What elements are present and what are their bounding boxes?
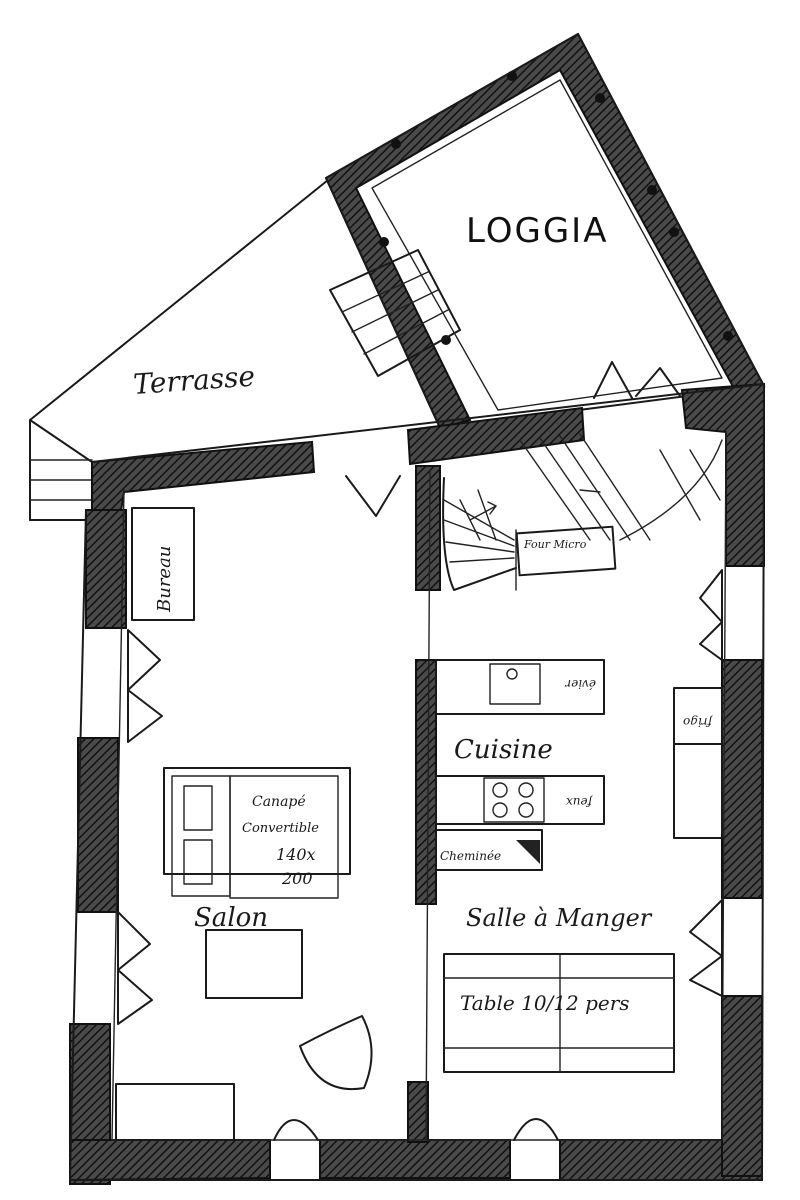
cheminee-label: Cheminée [440,849,501,863]
bureau-desk: Bureau [131,507,195,621]
bolt-icon [595,93,605,103]
cheminee: Cheminée [435,829,543,871]
four-micro-label: Four Micro [523,538,587,551]
table-label: Table 10/12 pers [460,991,630,1015]
bolt-icon [507,71,517,81]
loggia-steps [329,249,461,377]
bolt-icon [723,331,733,341]
bolt-icon [669,227,679,237]
bolt-icon [647,185,657,195]
feux-label: feux [566,795,593,809]
terrace-outline [29,179,329,521]
frigo: frigo [673,687,723,839]
room-label-cuisine: Cuisine [454,735,553,765]
house-walls [69,382,765,1185]
canape-label-4: 200 [281,869,313,888]
sideboard [115,1083,235,1141]
room-label-salon: Salon [194,903,268,933]
canape-label-3: 140x [276,845,316,864]
room-label-salle-a-manger: Salle à Manger [466,904,653,932]
kitchen-counter-top: évier [435,659,605,715]
canape-label-2: Convertible [242,821,319,836]
coffee-table [205,929,303,999]
window-leaves [117,361,723,1141]
kitchen-counter-bottom: feux [435,775,605,825]
bolt-icon [379,237,389,247]
frigo-label: frigo [683,715,713,729]
four-micro: Four Micro [515,525,617,577]
armchair [299,1015,373,1091]
evier-label: évier [564,677,596,691]
bolt-icon [391,139,401,149]
canape-label-1: Canapé [252,794,306,810]
room-label-terrasse: Terrasse [132,360,256,401]
bureau-label: Bureau [154,546,175,613]
dining-table: Table 10/12 pers [443,953,675,1073]
canape-convertible: Canapé Convertible 140x 200 [163,767,351,899]
staircase [442,433,723,591]
room-label-loggia: LOGGIA [466,211,608,251]
